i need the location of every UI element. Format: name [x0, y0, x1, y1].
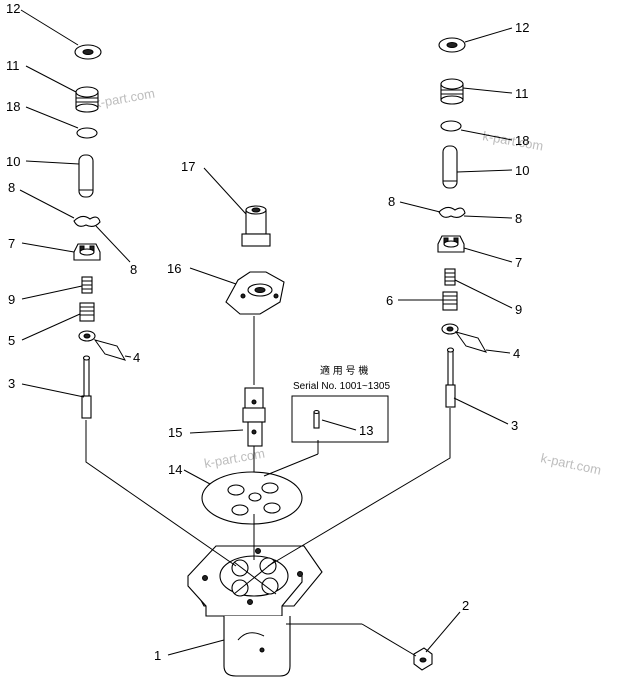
label-6-right: 6 [386, 293, 393, 308]
part-8-circlip-left [73, 215, 101, 228]
part-4-shim-left [78, 330, 96, 342]
part-2-plug [413, 647, 433, 671]
label-18-right: 18 [515, 133, 529, 148]
part-18-oring-left [76, 127, 98, 139]
part-6-spring-right [442, 291, 458, 311]
leader-lines [19, 9, 513, 656]
assembly-lines [85, 408, 451, 657]
label-8-left-a: 8 [8, 180, 15, 195]
label-7-left: 7 [8, 236, 15, 251]
label-4-right: 4 [513, 346, 520, 361]
label-11-right: 11 [515, 86, 529, 101]
center-stack [201, 205, 320, 525]
left-stack [73, 44, 102, 419]
part-16-plate [225, 271, 285, 315]
watermark: k-part.com [93, 86, 156, 111]
label-17: 17 [181, 159, 195, 174]
label-15: 15 [168, 425, 182, 440]
label-9-right: 9 [515, 302, 522, 317]
label-18-left: 18 [6, 99, 20, 114]
label-16: 16 [167, 261, 181, 276]
watermark: k-part.com [539, 450, 602, 477]
part-7-retainer-left [73, 243, 101, 261]
serial-box-heading: 適 用 号 機 [320, 364, 368, 377]
part-labels: 12 11 18 10 8 8 7 9 5 4 3 12 11 18 10 8 … [6, 1, 529, 663]
label-8-right-a: 8 [388, 194, 395, 209]
part-5-spring-left [79, 302, 95, 322]
part-8-circlip-right [438, 206, 466, 219]
label-8-left-b: 8 [130, 262, 137, 277]
label-12-left: 12 [6, 1, 20, 16]
label-3-left: 3 [8, 376, 15, 391]
serial-box-serial: Serial No. 1001~1305 [293, 381, 390, 392]
label-4-left: 4 [133, 350, 140, 365]
part-18-oring-right [440, 120, 462, 132]
watermark: k-part.com [203, 446, 266, 471]
part-9-spring-left [81, 276, 93, 294]
part-12-washer-right [438, 37, 466, 53]
label-11-left: 11 [6, 58, 20, 73]
label-10-right: 10 [515, 163, 529, 178]
part-4-shim-right [441, 323, 459, 335]
part-17-nut [241, 205, 271, 247]
part-3-pushrod-left [81, 355, 92, 419]
label-7-right: 7 [515, 255, 522, 270]
label-1: 1 [154, 648, 161, 663]
part-13-pin [313, 409, 320, 429]
part-14-gasket [201, 471, 303, 525]
part-10-piston-right [442, 145, 458, 189]
watermark: k-part.com [481, 128, 544, 153]
part-15-joint [242, 387, 266, 447]
label-3-right: 3 [511, 418, 518, 433]
part-3-pushrod-right [445, 347, 456, 408]
label-12-right: 12 [515, 20, 529, 35]
label-14: 14 [168, 462, 182, 477]
part-1-body [187, 545, 323, 677]
serial-number-box: 適 用 号 機 Serial No. 1001~1305 [291, 364, 390, 443]
label-9-left: 9 [8, 292, 15, 307]
label-8-right-b: 8 [515, 211, 522, 226]
part-7-retainer-right [437, 235, 465, 253]
right-stack [437, 37, 466, 408]
part-11-bushing-left [75, 86, 99, 113]
label-13: 13 [359, 423, 373, 438]
label-5-left: 5 [8, 333, 15, 348]
part-9-spring-right [444, 268, 456, 286]
label-10-left: 10 [6, 154, 20, 169]
part-10-piston-left [78, 154, 94, 198]
part-11-bushing-right [440, 78, 464, 105]
part-12-washer-left [74, 44, 102, 60]
label-2: 2 [462, 598, 469, 613]
